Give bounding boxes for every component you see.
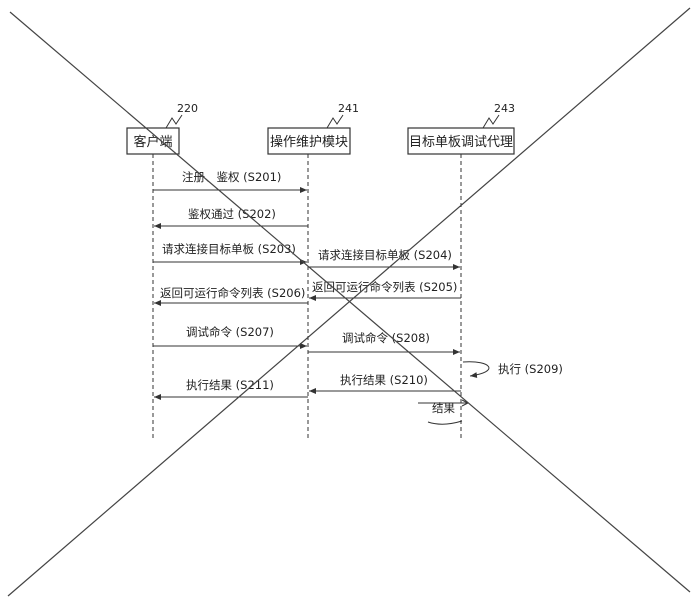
msg-label-s210: 执行结果 (S210) (340, 373, 428, 387)
om-ref-leader (326, 114, 344, 129)
cross-line-1 (9, 11, 691, 593)
client-ref-leader (165, 114, 183, 129)
om-name: 操作维护模块 (270, 134, 348, 150)
msg-label-s207: 调试命令 (S207) (186, 325, 274, 339)
msg-label-s204: 请求连接目标单板 (S204) (318, 248, 452, 262)
om-ref: 241 (338, 102, 359, 115)
client-ref: 220 (177, 102, 198, 115)
agent-ref: 243 (494, 102, 515, 115)
msg-label-s205: 返回可运行命令列表 (S205) (312, 280, 457, 294)
msg-label-s206: 返回可运行命令列表 (S206) (160, 286, 305, 300)
msg-label-s211: 执行结果 (S211) (186, 378, 274, 392)
client-name: 客户端 (133, 134, 172, 150)
cross-line-2 (7, 7, 691, 597)
om-box (267, 127, 351, 155)
stray-stroke (427, 420, 463, 425)
msg-label-result: 结果 (432, 401, 455, 415)
msg-label-s209: 执行 (S209) (498, 362, 563, 376)
msg-arrow-s209-self (462, 361, 490, 379)
msg-label-s202: 鉴权通过 (S202) (188, 207, 276, 221)
agent-ref-leader (482, 114, 500, 129)
msg-label-s208: 调试命令 (S208) (342, 331, 430, 345)
agent-name: 目标单板调试代理 (409, 135, 513, 150)
msg-label-s203: 请求连接目标单板 (S203) (162, 242, 296, 256)
